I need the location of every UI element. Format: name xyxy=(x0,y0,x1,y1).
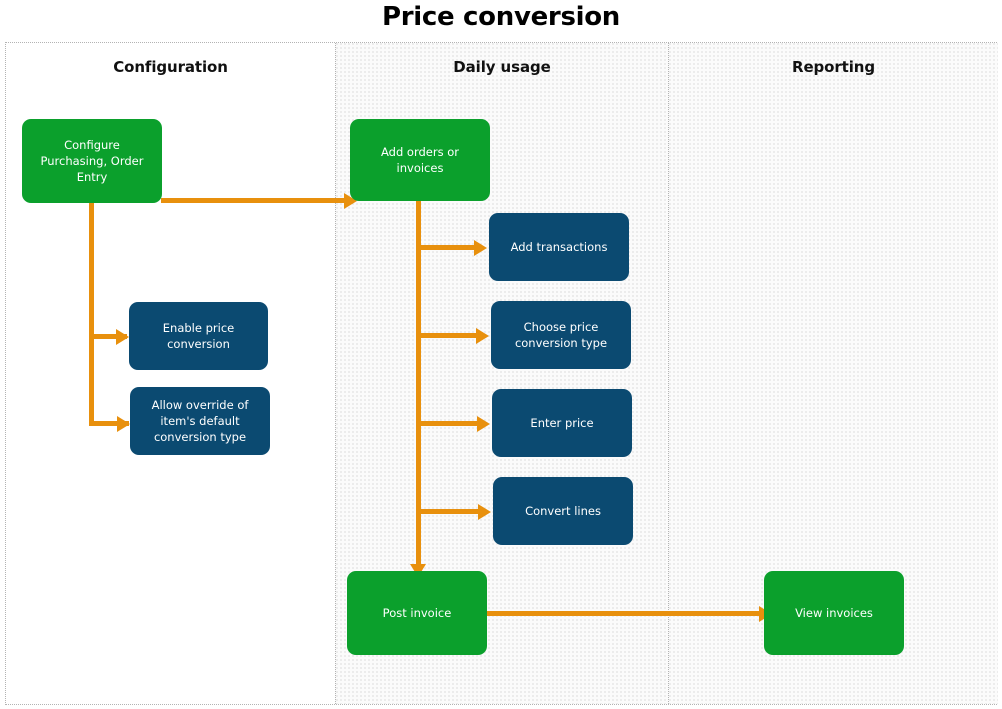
node-label: Configure Purchasing, Order Entry xyxy=(40,138,144,184)
node-label: Enable price conversion xyxy=(162,321,235,351)
arrowhead-to-convert-lines xyxy=(478,503,491,520)
node-label: Add transactions xyxy=(510,240,608,254)
node-enter-price[interactable]: Enter price xyxy=(492,389,632,457)
edge-configure-to-add-orders xyxy=(161,198,346,203)
arrowhead-to-enable-price-conversion xyxy=(116,328,129,345)
node-choose-price-conversion-type[interactable]: Choose price conversion type xyxy=(491,301,631,369)
lane-title-daily-usage: Daily usage xyxy=(453,58,551,76)
node-label: Add orders or invoices xyxy=(381,145,459,175)
node-label: Choose price conversion type xyxy=(514,320,608,350)
node-configure-purchasing-order-entry[interactable]: Configure Purchasing, Order Entry xyxy=(22,119,162,203)
lane-title-reporting: Reporting xyxy=(792,58,875,76)
arrowhead-to-choose-price-conversion-type xyxy=(476,327,489,344)
node-post-invoice[interactable]: Post invoice xyxy=(347,571,487,655)
node-enable-price-conversion[interactable]: Enable price conversion xyxy=(129,302,268,370)
node-convert-lines[interactable]: Convert lines xyxy=(493,477,633,545)
arrowhead-to-add-transactions xyxy=(474,239,487,256)
lane-reporting: Reporting xyxy=(668,43,998,704)
node-add-orders-or-invoices[interactable]: Add orders or invoices xyxy=(350,119,490,201)
node-label: Post invoice xyxy=(382,606,452,620)
lane-title-configuration: Configuration xyxy=(113,58,228,76)
node-label: Enter price xyxy=(530,416,594,430)
node-label: View invoices xyxy=(795,606,873,620)
page-title: Price conversion xyxy=(381,2,621,32)
swimlane-frame: Configuration Daily usage Reporting xyxy=(5,42,998,705)
node-label: Convert lines xyxy=(525,504,601,518)
node-add-transactions[interactable]: Add transactions xyxy=(489,213,629,281)
edge-trunk-to-allow-override xyxy=(88,421,129,426)
edge-trunk-to-add-transactions xyxy=(415,245,482,250)
node-allow-override-conversion-type[interactable]: Allow override of item's default convers… xyxy=(130,387,270,455)
edge-post-invoice-to-view-invoices xyxy=(487,611,765,616)
edge-add-orders-trunk xyxy=(415,201,421,566)
node-view-invoices[interactable]: View invoices xyxy=(764,571,904,655)
arrowhead-to-enter-price xyxy=(477,415,490,432)
node-label: Allow override of item's default convers… xyxy=(151,398,249,444)
lane-configuration: Configuration xyxy=(6,43,335,704)
edge-configure-trunk xyxy=(88,198,94,426)
edge-trunk-to-choose-price-conversion-type xyxy=(415,333,484,338)
edge-trunk-to-convert-lines xyxy=(415,509,486,514)
edge-trunk-to-enable-price-conversion xyxy=(88,334,127,339)
edge-trunk-to-enter-price xyxy=(415,421,484,426)
arrowhead-to-allow-override xyxy=(117,415,130,432)
